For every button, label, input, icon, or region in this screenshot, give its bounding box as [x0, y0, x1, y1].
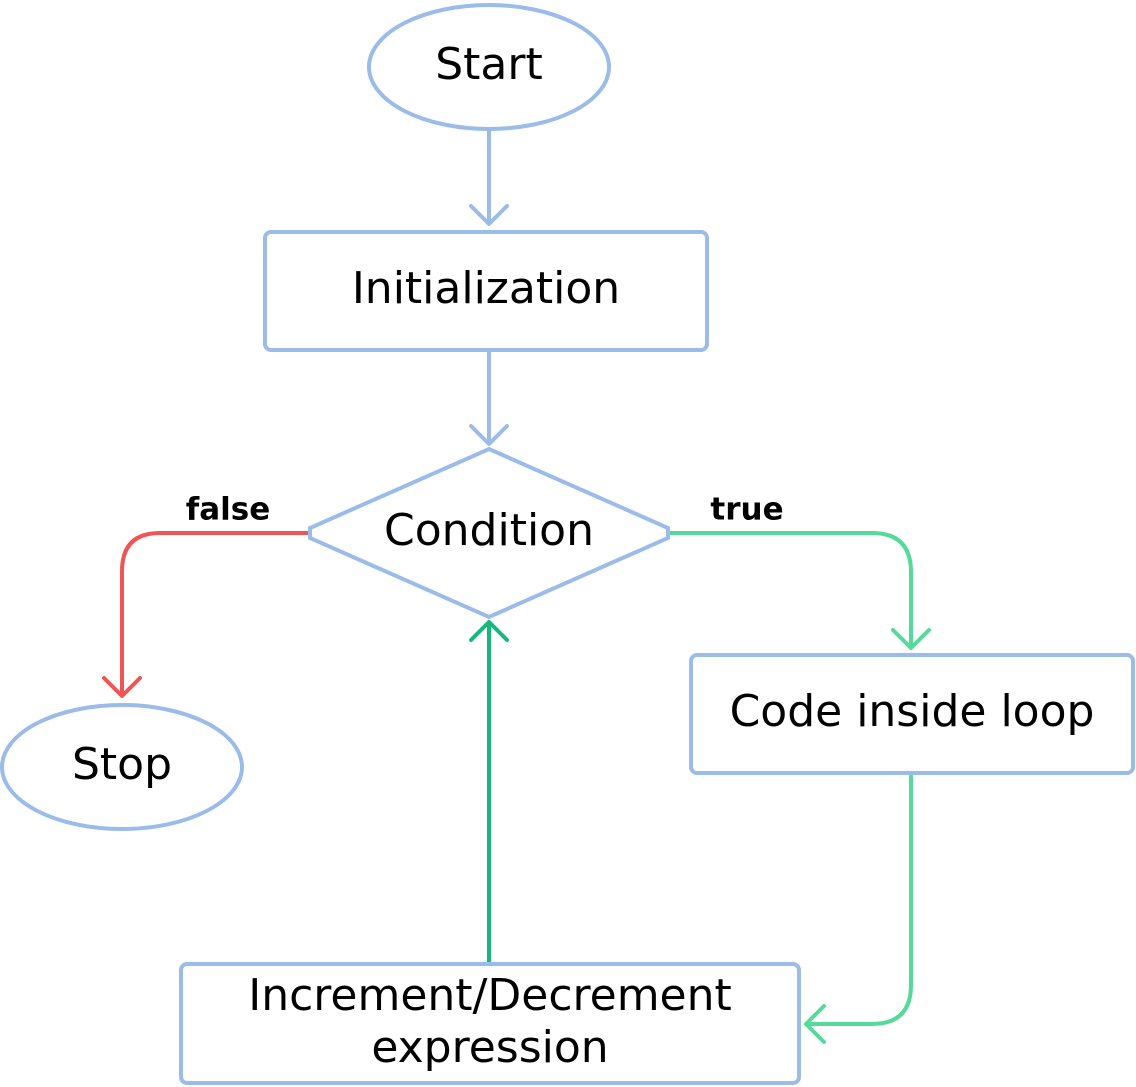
arrow-loop-body-to-update	[804, 774, 913, 1044]
arrow-condition-to-stop-false	[102, 531, 312, 698]
initialization-label: Initialization	[352, 263, 620, 314]
false-label: false	[186, 492, 271, 528]
arrow-start-to-initialization	[469, 128, 509, 226]
node-loop-body: Code inside loop	[689, 653, 1135, 775]
edges	[102, 128, 931, 1044]
stop-label: Stop	[72, 739, 172, 790]
node-stop: Stop	[0, 703, 244, 831]
update-label-line-2: expression	[371, 1022, 608, 1073]
arrow-update-to-condition	[469, 620, 509, 964]
arrow-initialization-to-condition	[469, 350, 509, 446]
true-label: true	[710, 492, 783, 528]
node-update: Increment/Decrement expression	[179, 962, 801, 1085]
node-condition: Condition	[308, 446, 670, 620]
node-initialization: Initialization	[263, 230, 709, 352]
condition-label: Condition	[384, 505, 594, 556]
start-label: Start	[435, 39, 543, 90]
update-label-line-1: Increment/Decrement	[248, 970, 732, 1021]
arrow-condition-to-loop-body-true	[666, 531, 931, 650]
loop-body-label: Code inside loop	[730, 686, 1095, 737]
node-start: Start	[367, 3, 611, 131]
